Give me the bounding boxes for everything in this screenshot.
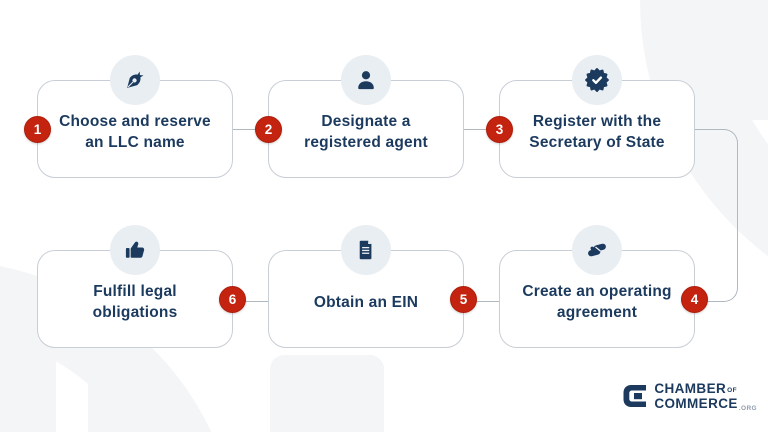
- document-icon: [341, 225, 391, 275]
- step-number-badge: 5: [450, 285, 477, 313]
- step-box-2: 2 Designate a registered agent: [255, 55, 464, 178]
- step-box-6: 6 Fulfill legal obligations: [37, 225, 246, 348]
- thumbs-up-icon: [110, 225, 160, 275]
- connector-step4-step5: [464, 301, 499, 303]
- badge-check-icon: [572, 55, 622, 105]
- step-label: Designate a registered agent: [304, 113, 428, 151]
- step-number-badge: 4: [681, 285, 708, 313]
- step-box-5: 5 Obtain an EIN: [268, 225, 477, 348]
- handshake-icon: [572, 225, 622, 275]
- logo-word-commerce: COMMERCE: [654, 396, 738, 411]
- logo-word-org: .ORG: [738, 405, 757, 412]
- step-box-4: 4 Create an operating agreement: [499, 225, 708, 348]
- connector-step3-step4: [695, 128, 738, 302]
- connector-step2-step3: [464, 128, 499, 130]
- step-box-3: 3 Register with the Secretary of State: [486, 55, 695, 178]
- step-label: Choose and reserve an LLC name: [59, 113, 211, 151]
- watermark-band-bottom-left-2: [88, 357, 132, 432]
- watermark-band-bottom-left-1: [0, 336, 56, 432]
- step-number-badge: 2: [255, 115, 282, 143]
- step-number-badge: 6: [219, 285, 246, 313]
- chamber-logo-text: CHAMBER OF COMMERCE .ORG: [654, 382, 757, 415]
- connector-step5-step6: [233, 301, 268, 303]
- user-icon: [341, 55, 391, 105]
- step-label: Register with the Secretary of State: [529, 113, 665, 151]
- chamber-logo-mark-icon: [621, 382, 649, 415]
- watermark-band-top-right: [698, 0, 768, 120]
- step-label: Create an operating agreement: [522, 283, 672, 321]
- logo-word-of: OF: [727, 387, 737, 394]
- chamber-of-commerce-logo: CHAMBER OF COMMERCE .ORG: [621, 382, 757, 415]
- step-label: Fulfill legal obligations: [92, 283, 178, 321]
- step-number-badge: 3: [486, 115, 513, 143]
- step-box-1: 1 Choose and reserve an LLC name: [24, 55, 233, 178]
- pen-nib-icon: [110, 55, 160, 105]
- step-number-badge: 1: [24, 115, 51, 143]
- watermark-band-bottom-left-3: [270, 355, 384, 432]
- logo-word-chamber: CHAMBER: [654, 381, 727, 396]
- connector-step1-step2: [233, 128, 268, 130]
- step-label: Obtain an EIN: [313, 293, 419, 311]
